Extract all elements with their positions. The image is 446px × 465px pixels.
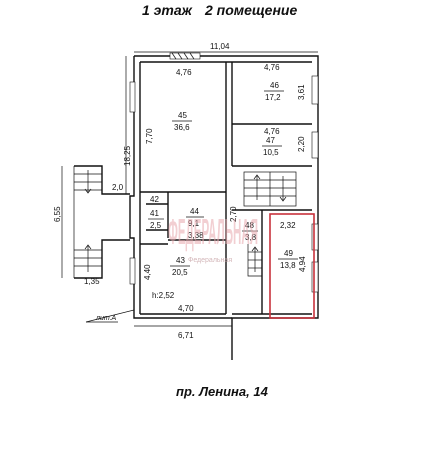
dim-stair-width: 6,55 xyxy=(53,206,62,222)
window-right-4 xyxy=(311,261,319,293)
ext-stair-top xyxy=(74,165,130,195)
room-49-number: 49 xyxy=(284,249,293,258)
window-top xyxy=(169,52,201,60)
ext-stair-bottom xyxy=(74,239,130,279)
watermark-sub: Федеральная xyxy=(188,257,232,264)
address: пр. Ленина, 14 xyxy=(176,384,269,399)
dim-room49-width: 2,32 xyxy=(280,221,296,230)
room-45-area: 36,6 xyxy=(174,123,190,132)
dim-room45-height: 7,70 xyxy=(145,128,154,144)
room-43-area: 20,5 xyxy=(172,268,188,277)
lit-mark: лит.А xyxy=(95,315,117,322)
stair-48-arrow-icon xyxy=(251,246,259,272)
room-49-highlight xyxy=(269,213,315,319)
window-left-2 xyxy=(129,257,136,285)
stair-arrow-down-icon xyxy=(279,176,287,202)
room-47-number: 47 xyxy=(266,136,275,145)
dim-room46-width: 4,76 xyxy=(264,63,280,72)
stair-48 xyxy=(247,244,262,277)
floor-title: 1 этаж xyxy=(142,2,193,18)
dim-room45-width: 4,76 xyxy=(176,68,192,77)
dim-left-height: 18,25 xyxy=(123,145,132,166)
room-44-number: 44 xyxy=(190,207,199,216)
room-48-area: 3,8 xyxy=(245,233,257,242)
ext-stair-arrow-up-icon xyxy=(84,244,92,272)
room-44-area: 9,1 xyxy=(188,219,200,228)
dim-stair-depth: 1,35 xyxy=(84,277,100,286)
room-47-area: 10,5 xyxy=(263,148,279,157)
dim-top-width: 11,04 xyxy=(210,42,230,51)
room-48-number: 48 xyxy=(245,221,254,230)
watermark-logo: ФЕДЕРАЛЬНАЯ xyxy=(168,211,258,252)
room-42-number: 42 xyxy=(150,195,159,204)
window-left-1 xyxy=(129,81,136,113)
window-right-3 xyxy=(311,223,319,251)
window-right-1 xyxy=(311,75,319,105)
dim-bottom-width: 6,71 xyxy=(178,331,194,340)
room-45-number: 45 xyxy=(178,111,187,120)
dim-room49-height: 4,94 xyxy=(298,256,307,272)
dim-room46-height: 3,61 xyxy=(297,84,306,100)
lit-mark-leader xyxy=(85,309,135,323)
premise-title: 2 помещение xyxy=(204,2,297,18)
dim-room47-width: 4,76 xyxy=(264,127,280,136)
ceiling-height: h:2,52 xyxy=(152,291,175,300)
room-46-number: 46 xyxy=(270,81,279,90)
outer-wall-right xyxy=(134,55,319,360)
room-41-number: 41 xyxy=(150,209,159,218)
ext-stair-arrow-down-icon xyxy=(84,170,92,194)
dim-room44-width: 3,38 xyxy=(188,231,204,240)
dim-room47-height: 2,20 xyxy=(297,136,306,152)
window-right-2 xyxy=(311,131,319,159)
room-49-area: 13,8 xyxy=(280,261,296,270)
room-43-number: 43 xyxy=(176,256,185,265)
dim-room43-height: 4,40 xyxy=(143,264,152,280)
stair-arrow-up-icon xyxy=(253,174,261,200)
dim-room43-width: 4,70 xyxy=(178,304,194,313)
dim-corridor-width: 2,0 xyxy=(112,183,124,192)
room-41-area: 2,5 xyxy=(150,221,162,230)
dim-room44-height: 2,70 xyxy=(229,206,238,222)
room-46-area: 17,2 xyxy=(265,93,281,102)
outer-wall-left xyxy=(129,56,232,319)
